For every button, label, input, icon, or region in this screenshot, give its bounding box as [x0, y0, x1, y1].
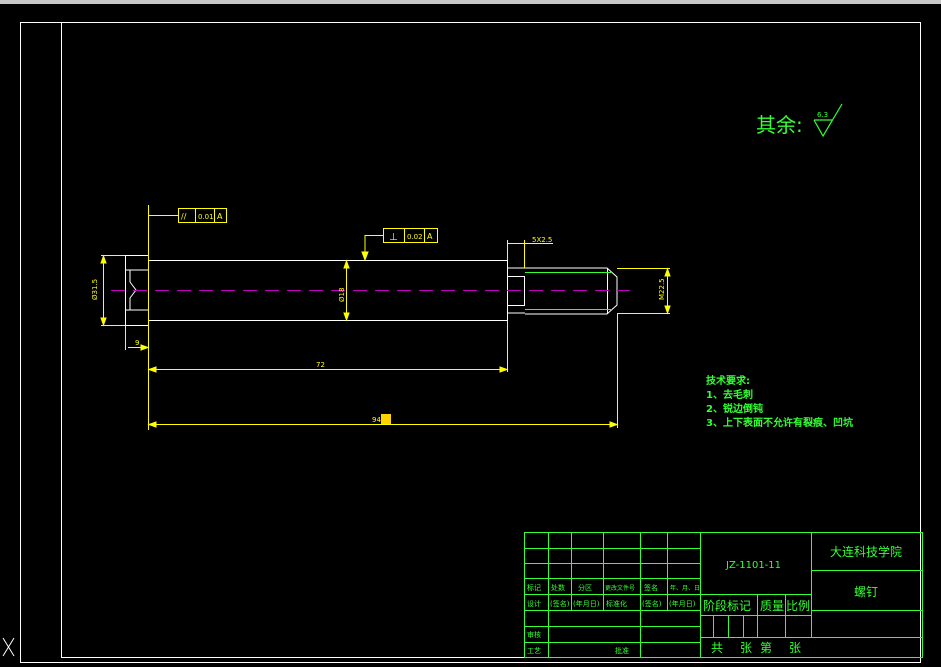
tb-review: 审核: [527, 630, 541, 639]
drawing-number: JZ-1101-11: [725, 560, 781, 571]
tb-sheets-2: 第: [760, 641, 772, 655]
tb-row-b-3: 标准化: [606, 599, 627, 608]
perpendicularity-frame: ⊥ 0.02 A: [383, 228, 438, 243]
tb-sheets-1: 张: [740, 641, 752, 655]
tb-row-a-2: 分区: [578, 583, 592, 592]
tb-sheets-0: 共: [711, 641, 723, 655]
tech-requirements-title: 技术要求:: [706, 374, 750, 387]
tb-approve: 批准: [615, 646, 629, 655]
tb-row-a-1: 处数: [551, 583, 565, 592]
tech-requirement-3: 3、上下表面不允许有裂痕、凹坑: [706, 416, 853, 429]
dim-shank-diameter: Ø18: [338, 288, 346, 302]
dimension-lines: [100, 205, 671, 430]
tb-row-a-0: 标记: [527, 583, 541, 592]
thread-lines: [525, 272, 612, 310]
perpendicularity-value: 0.02: [407, 233, 423, 241]
dim-shank-length: 72: [316, 361, 325, 369]
parallelism-value: 0.01: [198, 213, 214, 221]
tb-row-b-0: 设计: [527, 599, 541, 608]
tb-process: 工艺: [527, 647, 541, 655]
roughness-value: 6.3: [817, 111, 828, 119]
tb-row-a-4: 签名: [644, 583, 658, 592]
perpendicularity-symbol: ⊥: [389, 232, 398, 243]
tb-weight: 质量: [760, 599, 784, 613]
tb-row-b-5: (年月日): [669, 599, 696, 608]
window-top-edge: [0, 0, 941, 4]
dim-chamfer: 5X2.5: [532, 236, 552, 244]
dim-total-length: 94: [372, 416, 381, 424]
tb-scale: 比例: [786, 599, 810, 613]
dim-thread: M22.5: [658, 278, 666, 300]
cursor-crosshair-icon: [2, 637, 15, 657]
tb-row-a-3: 更改文件号: [605, 584, 635, 592]
surface-finish-label: 其余:: [756, 113, 803, 137]
tb-row-b-4: (签名): [642, 599, 662, 608]
tb-row-a-5: 年、月、日: [670, 584, 700, 592]
roughness-symbol-icon: [813, 103, 843, 138]
parallelism-frame: // 0.01 A: [178, 208, 227, 223]
tech-requirements: 技术要求: 1、去毛刺 2、锐边倒钝 3、上下表面不允许有裂痕、凹坑: [706, 374, 853, 429]
school-name: 大连科技学院: [830, 544, 902, 559]
perpendicularity-datum: A: [427, 232, 433, 241]
title-block: [524, 532, 923, 658]
parallelism-datum: A: [217, 212, 223, 221]
tb-row-b-2: (年月日): [573, 599, 600, 608]
selection-grip-highlight: [381, 414, 391, 424]
inner-frame: [61, 22, 921, 658]
tb-sheets-3: 张: [789, 641, 801, 655]
tech-requirement-1: 1、去毛刺: [706, 388, 753, 401]
parallelism-symbol: //: [181, 212, 187, 221]
tb-stage-mark: 阶段标记: [703, 598, 751, 613]
part-outline: [125, 255, 618, 326]
dim-head-height: 9: [135, 339, 139, 347]
tech-requirement-2: 2、锐边倒钝: [706, 402, 763, 415]
part-name: 螺钉: [854, 585, 878, 599]
dim-head-diameter: Ø31.5: [91, 279, 99, 300]
tb-row-b-1: (签名): [550, 599, 570, 608]
